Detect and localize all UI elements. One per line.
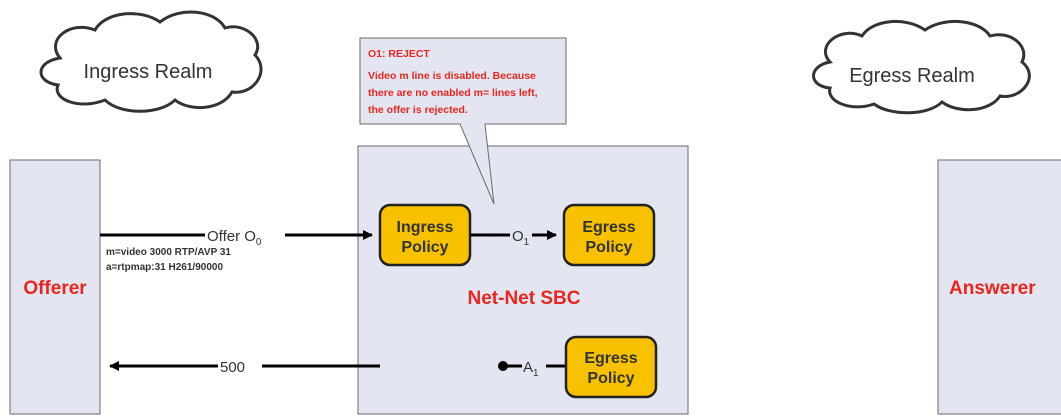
response-500-arrow: 500 [109,359,380,376]
egress-realm-cloud: Egress Realm [812,19,1031,115]
answerer-label: Answerer [949,278,1036,299]
o1-arrow: O1 [470,228,557,248]
offer-sdp-line1: m=video 3000 RTP/AVP 31 [106,247,231,258]
reject-callout: O1: REJECT Video m line is disabled. Bec… [359,37,567,205]
offer-arrow: Offer O0 m=video 3000 RTP/AVP 31 a=rtpma… [100,228,373,273]
ingress-policy-box: Ingress Policy [378,203,472,267]
egress-realm-label: Egress Realm [849,65,975,87]
egress-policy-line2: Policy [585,239,632,256]
egress-policy-box: Egress Policy [562,203,656,267]
egress-policy2-line2: Policy [587,370,634,387]
response-500-label: 500 [220,359,245,376]
offer-sdp-line2: a=rtpmap:31 H261/90000 [106,262,223,273]
answerer-box: Answerer [937,159,1061,415]
offerer-box: Offerer [9,159,101,415]
ingress-policy-line1: Ingress [397,219,454,236]
egress-policy-line1: Egress [582,219,635,236]
offer-label: Offer O0 [207,228,262,248]
callout-title: O1: REJECT [368,48,430,60]
a1-connector: A1 [498,359,566,379]
sbc-label: Net-Net SBC [468,288,581,309]
callout-line2: there are no enabled m= lines left, [368,87,538,99]
a1-label: A1 [523,359,539,379]
ingress-policy-line2: Policy [401,239,448,256]
ingress-realm-label: Ingress Realm [84,61,213,83]
callout-line1: Video m line is disabled. Because [368,70,536,82]
offerer-label: Offerer [23,278,87,299]
ingress-realm-cloud: Ingress Realm [39,10,263,113]
callout-line3: the offer is rejected. [368,104,468,116]
egress-policy-box-2: Egress Policy [564,335,658,399]
o1-label: O1 [512,228,530,248]
egress-policy2-line1: Egress [584,350,637,367]
